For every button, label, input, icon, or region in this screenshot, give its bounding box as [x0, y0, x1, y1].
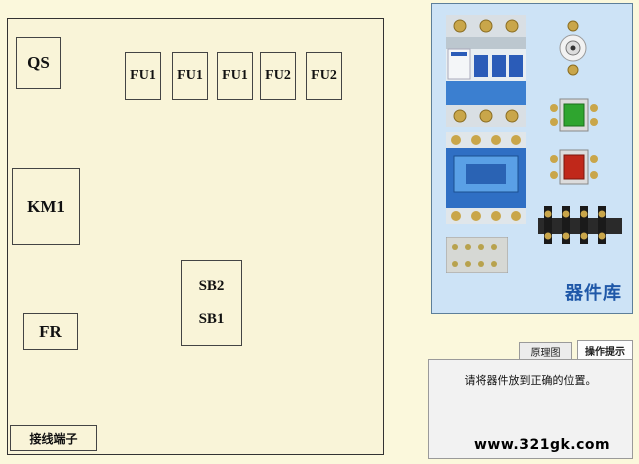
slot-sb1-label: SB1: [198, 311, 225, 327]
slot-fu1-b[interactable]: FU1: [172, 52, 208, 100]
tab-operation-hint[interactable]: 操作提示: [577, 340, 633, 359]
fuse-holder-icon[interactable]: [446, 237, 508, 273]
slot-terminal-block[interactable]: 接线端子: [10, 425, 97, 451]
red-button-icon[interactable]: [548, 149, 600, 185]
slot-fu1-c[interactable]: FU1: [217, 52, 253, 100]
watermark: www.321gk.com: [474, 437, 611, 453]
contactor-icon[interactable]: [446, 132, 526, 224]
slot-fr[interactable]: FR: [23, 313, 78, 350]
slot-sb2-label: SB2: [198, 278, 225, 294]
slot-sb2-sb1[interactable]: SB2 SB1: [181, 260, 242, 346]
green-button-icon[interactable]: [548, 98, 600, 132]
slot-qs[interactable]: QS: [16, 37, 61, 89]
slot-km1[interactable]: KM1: [12, 168, 80, 245]
tab-schematic[interactable]: 原理图: [519, 342, 572, 359]
wiring-board[interactable]: QS FU1 FU1 FU1 FU2 FU2 KM1 SB2 SB1 FR 接线…: [7, 18, 384, 455]
hint-panel: 请将器件放到正确的位置。: [428, 359, 633, 459]
hint-text: 请将器件放到正确的位置。: [464, 374, 597, 387]
library-title: 器件库: [565, 283, 622, 304]
knob-icon[interactable]: [558, 20, 588, 76]
terminal-block-icon[interactable]: [538, 204, 622, 246]
slot-fu1-a[interactable]: FU1: [125, 52, 161, 100]
slot-fu2-a[interactable]: FU2: [260, 52, 296, 100]
slot-fu2-b[interactable]: FU2: [306, 52, 342, 100]
component-library: 器件库: [431, 3, 633, 314]
circuit-breaker-icon[interactable]: [446, 15, 526, 127]
